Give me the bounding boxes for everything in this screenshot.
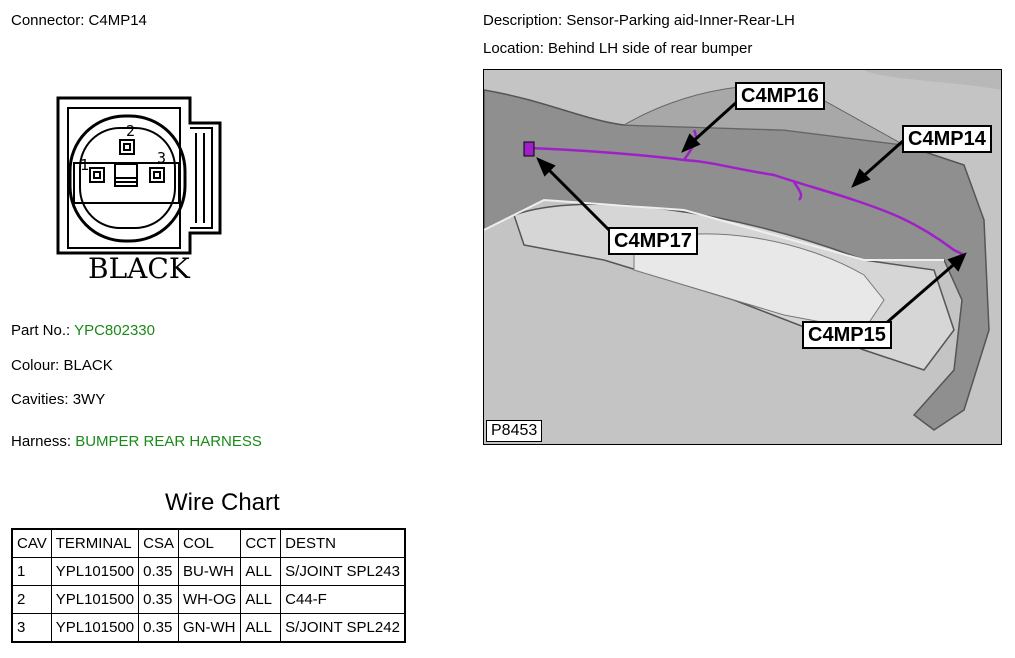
cell-csa: 0.35: [138, 613, 179, 643]
part-no-link[interactable]: YPC802330: [74, 322, 155, 339]
part-no-row: Part No.: YPC802330: [11, 322, 155, 339]
cell-terminal: YPL101500: [50, 585, 140, 614]
pin-3-label: 3: [157, 149, 166, 167]
cell-destn: C44-F: [280, 585, 406, 614]
cell-col: WH-OG: [177, 585, 242, 614]
cell-cav: 2: [11, 585, 52, 614]
cell-col: BU-WH: [177, 557, 242, 586]
table-row: 2 YPL101500 0.35 WH-OG ALL C44-F: [11, 585, 406, 614]
header-csa: CSA: [138, 528, 179, 558]
harness-label: Harness:: [11, 433, 72, 450]
callout-c4mp14: C4MP14: [902, 125, 992, 153]
header-cav: CAV: [11, 528, 52, 558]
wire-chart-table: CAV TERMINAL CSA COL CCT DESTN 1 YPL1015…: [11, 528, 406, 643]
pin-1-label: 1: [80, 156, 89, 174]
cell-col: GN-WH: [177, 613, 242, 643]
harness-wire: [528, 146, 965, 257]
wire-chart-title: Wire Chart: [165, 489, 280, 516]
header-col: COL: [177, 528, 242, 558]
connector-face-diagram: 2 1 3 BLACK: [40, 88, 240, 288]
cell-csa: 0.35: [138, 557, 179, 586]
harness-link[interactable]: BUMPER REAR HARNESS: [75, 433, 262, 450]
cell-cct: ALL: [240, 613, 282, 643]
table-row: 1 YPL101500 0.35 BU-WH ALL S/JOINT SPL24…: [11, 557, 406, 586]
callout-c4mp16: C4MP16: [735, 82, 825, 110]
harness-row: Harness: BUMPER REAR HARNESS: [11, 433, 262, 450]
header-terminal: TERMINAL: [50, 528, 140, 558]
cell-cav: 3: [11, 613, 52, 643]
cell-terminal: YPL101500: [50, 557, 140, 586]
header-destn: DESTN: [280, 528, 406, 558]
wire-chart-header-row: CAV TERMINAL CSA COL CCT DESTN: [11, 528, 406, 558]
connector-colour-caption: BLACK: [88, 252, 191, 285]
location-illustration: C4MP16 C4MP14 C4MP17 C4MP15 P8453: [483, 69, 1002, 445]
table-row: 3 YPL101500 0.35 GN-WH ALL S/JOINT SPL24…: [11, 613, 406, 643]
connector-label: Connector: C4MP14: [11, 12, 147, 29]
colour-row: Colour: BLACK: [11, 357, 113, 374]
pin-2-label: 2: [126, 122, 135, 140]
part-no-label: Part No.:: [11, 322, 71, 339]
cavities-row: Cavities: 3WY: [11, 391, 105, 408]
illustration-id: P8453: [486, 420, 543, 442]
cavities-value: 3WY: [72, 391, 106, 408]
header-cct: CCT: [240, 528, 282, 558]
colour-label: Colour:: [11, 357, 60, 374]
callout-c4mp17: C4MP17: [608, 227, 698, 255]
cell-terminal: YPL101500: [50, 613, 140, 643]
cell-cct: ALL: [240, 585, 282, 614]
cell-destn: S/JOINT SPL243: [280, 557, 406, 586]
cell-csa: 0.35: [138, 585, 179, 614]
cell-cav: 1: [11, 557, 52, 586]
cell-destn: S/JOINT SPL242: [280, 613, 406, 643]
location-label: Location: Behind LH side of rear bumper: [483, 40, 753, 57]
cavities-label: Cavities:: [11, 391, 69, 408]
colour-value: BLACK: [63, 357, 113, 374]
cell-cct: ALL: [240, 557, 282, 586]
callout-c4mp15: C4MP15: [802, 321, 892, 349]
description-label: Description: Sensor-Parking aid-Inner-Re…: [483, 12, 795, 29]
